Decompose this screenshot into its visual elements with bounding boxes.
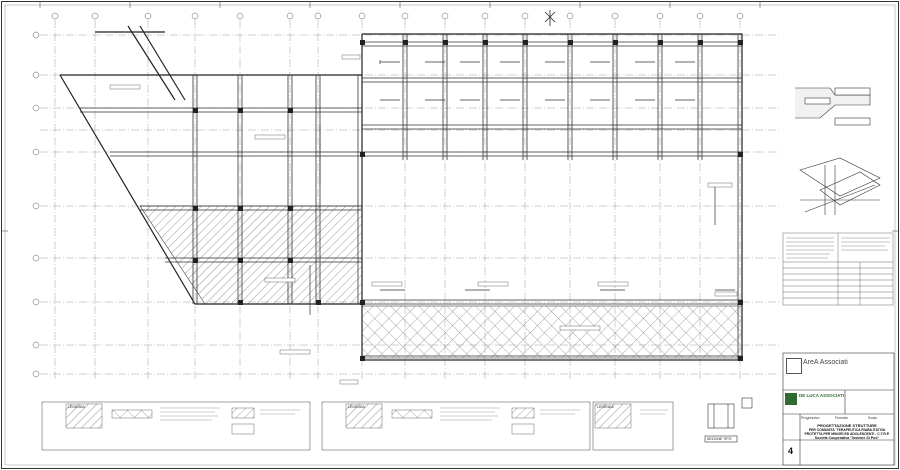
rebar-marks: [309, 60, 735, 315]
legend-title-2: LEGENDA: [348, 405, 365, 409]
project-type: PROGETTAZIONE STRUTTURE: [817, 423, 877, 428]
small-labels: [109, 54, 738, 385]
columns: [193, 40, 743, 361]
project-line-2: PROTETTA PER MINORI ED ADOLESCENTI - C.T…: [804, 432, 890, 436]
hatched-slab-area: [139, 205, 363, 305]
north-arrow: [544, 10, 556, 26]
legend-title-1: LEGENDA: [68, 405, 85, 409]
legend-title-3: LEGENDA: [597, 405, 614, 409]
notes-text-lines: [786, 237, 890, 259]
col-scala: Scala: [868, 416, 877, 420]
col-progressivo: Progressivo: [801, 416, 820, 420]
axis-bubbles: [32, 12, 744, 378]
border-ticks: [1, 1, 899, 232]
notes-table: [782, 232, 894, 306]
sheet-number: 4: [788, 446, 794, 456]
project-line-1: PER COMUNITA' TERAPEUTICA RIABILITATIVA: [808, 428, 886, 432]
section-label: SEZIONE TIPO: [707, 437, 732, 441]
col-formato: Formato: [835, 416, 849, 420]
detail-iso: [799, 157, 881, 215]
firm-logo: [786, 358, 802, 374]
firm2-logo-text: DE LUCA ASSOCIATI: [799, 393, 845, 398]
crosshatched-slab-area: [361, 305, 743, 359]
client-name: Società Cooperativa "Insieme Si Può": [814, 436, 880, 440]
title-block: AreA Associati DE LUCA ASSOCIATI Progres…: [783, 353, 894, 465]
detail-top-right: [795, 87, 871, 126]
firm-logo-text: AreA Associati: [803, 359, 848, 366]
firm2-logo: [785, 393, 797, 405]
